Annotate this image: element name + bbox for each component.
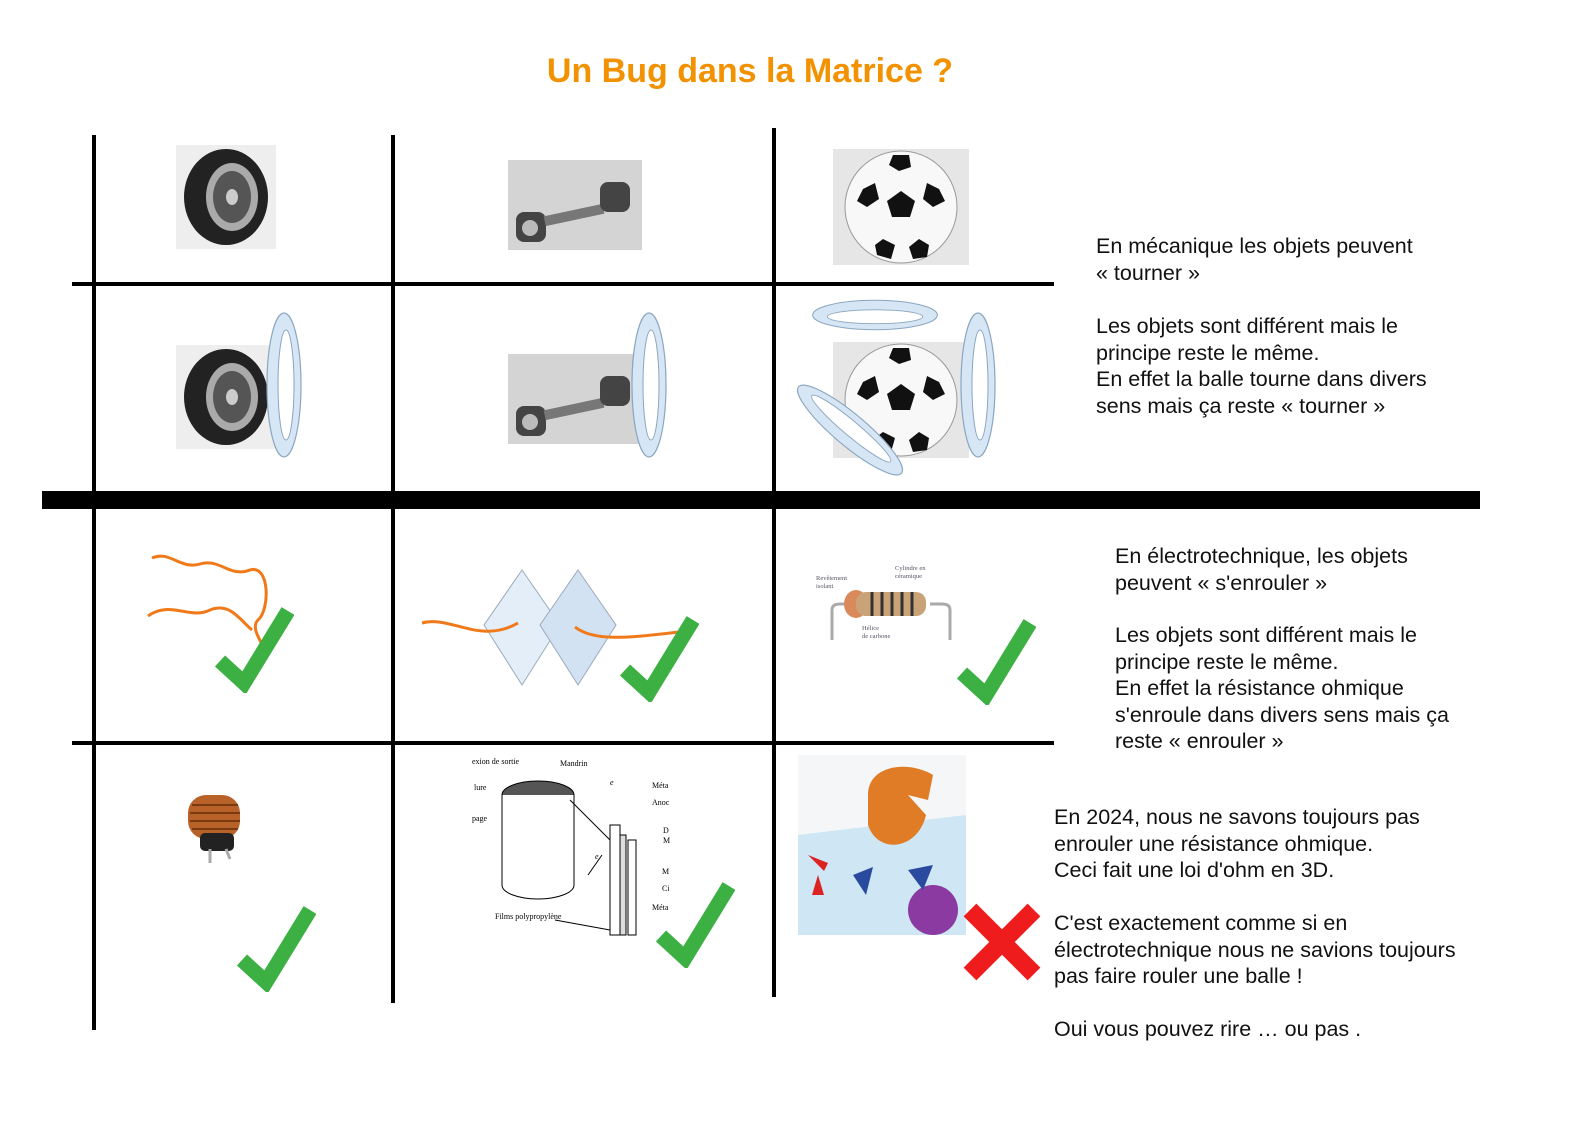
capacitor-label: Mandrin <box>560 759 588 768</box>
grid-line <box>72 282 1054 286</box>
resistor-label: céramique <box>895 573 922 580</box>
tire-image <box>176 345 276 449</box>
resistor-label: Revêtement <box>816 575 847 582</box>
conclusion-paragraph-2: C'est exactement comme si en électrotech… <box>1054 911 1456 988</box>
capacitor-label: Films polypropylène <box>495 912 562 921</box>
resistor-diagram: Revêtement isolant Cylindre en céramique… <box>816 565 952 640</box>
3d-ohm-law-render <box>798 755 966 935</box>
resistor-label: Hélice <box>862 625 879 632</box>
check-icon <box>956 615 1036 705</box>
soccer-ball-image <box>833 149 969 265</box>
resistor-label: Cylindre en <box>895 565 926 572</box>
electro-body: Les objets sont différent mais le princi… <box>1115 623 1449 753</box>
capacitor-label: lure <box>474 783 487 792</box>
capacitor-label: Anoc <box>652 798 670 807</box>
capacitor-label: M <box>662 867 669 876</box>
mechanics-heading: En mécanique les objets peuvent « tourne… <box>1096 234 1413 285</box>
grid-line <box>772 128 776 997</box>
check-icon <box>236 902 316 992</box>
capacitor-label: D <box>663 826 669 835</box>
rotation-arrow-icon <box>810 295 940 335</box>
page-title: Un Bug dans la Matrice ? <box>546 52 954 90</box>
electro-heading: En électrotechnique, les objets peuvent … <box>1115 544 1408 595</box>
inductor-image <box>188 795 240 863</box>
wire-image <box>147 554 268 650</box>
capacitor-diagram: exion de sortie Mandrin lure page Films … <box>472 757 670 936</box>
resistor-label: isolant <box>816 583 834 590</box>
check-icon <box>619 612 699 702</box>
capacitor-label: Ci <box>662 884 670 893</box>
capacitor-label: e <box>595 852 599 861</box>
resistor-label: de carbone <box>862 633 890 640</box>
capacitor-label: M <box>663 836 670 845</box>
conclusion-paragraph-1: En 2024, nous ne savons toujours pas enr… <box>1054 805 1420 882</box>
capacitor-label: Méta <box>652 781 669 790</box>
rotation-arrow-icon <box>264 310 304 460</box>
capacitor-label: page <box>472 814 488 823</box>
dumbbell-image <box>508 160 642 250</box>
check-icon <box>655 878 735 968</box>
grid-line <box>72 741 1054 745</box>
conclusion-paragraph-3: Oui vous pouvez rire … ou pas . <box>1054 1017 1362 1041</box>
capacitor-label: exion de sortie <box>472 757 520 766</box>
grid-line <box>391 135 395 1003</box>
rotation-arrow-icon <box>958 310 998 460</box>
tire-image <box>176 145 276 249</box>
grid-line <box>92 135 96 1030</box>
mechanics-body: Les objets sont différent mais le princi… <box>1096 314 1427 418</box>
capacitor-label: Méta <box>652 903 669 912</box>
dumbbell-image <box>508 354 642 444</box>
cross-icon <box>963 903 1041 981</box>
rotation-arrow-icon <box>629 310 669 460</box>
capacitor-label: e <box>610 778 614 787</box>
section-divider <box>42 491 1480 509</box>
wire-through-sheets-image <box>421 569 689 686</box>
check-icon <box>214 603 294 693</box>
